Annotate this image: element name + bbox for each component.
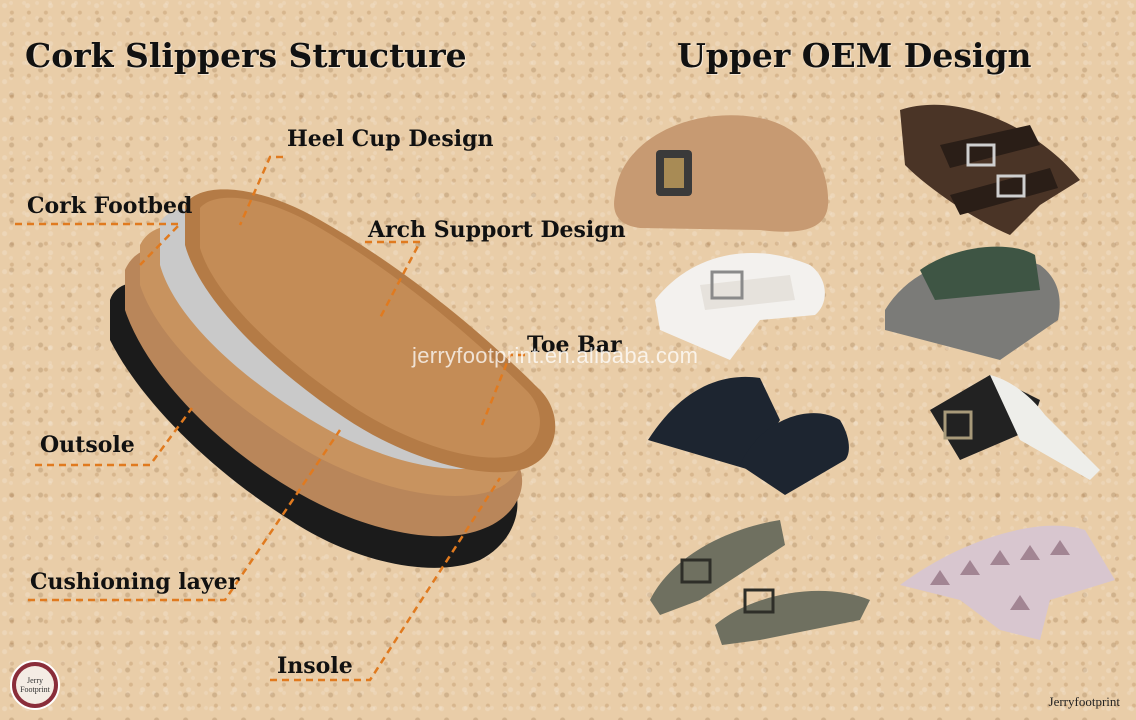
right-title: Upper OEM Design [677, 36, 1032, 75]
white-buckle-upper [655, 252, 825, 360]
shearling-clog-upper [614, 115, 829, 232]
label-cork-footbed: Cork Footbed [27, 193, 193, 219]
label-outsole: Outsole [40, 432, 135, 458]
green-flap-upper [885, 246, 1060, 360]
khaki-double-buckle-upper [650, 520, 870, 645]
logo-line2: Footprint [20, 685, 50, 694]
label-arch-support: Arch Support Design [368, 217, 626, 243]
jerry-footprint-logo: Jerry Footprint [10, 660, 60, 710]
label-heel-cup: Heel Cup Design [287, 126, 494, 152]
black-double-strap-upper [648, 376, 849, 495]
logo-line1: Jerry [27, 676, 43, 685]
watermark-text: jerryfootprint.en.alibaba.com [412, 343, 699, 368]
label-toe-bar: Toe Bar [527, 332, 622, 358]
label-cushioning: Cushioning layer [30, 569, 240, 595]
geometric-pattern-upper [900, 525, 1115, 640]
thong-strap-upper [930, 375, 1100, 480]
leader-lines [15, 155, 525, 682]
label-insole: Insole [277, 653, 353, 679]
monogram-double-buckle-upper [900, 104, 1080, 236]
left-title: Cork Slippers Structure [25, 36, 467, 75]
brand-text: Jerryfootprint [1048, 694, 1120, 709]
